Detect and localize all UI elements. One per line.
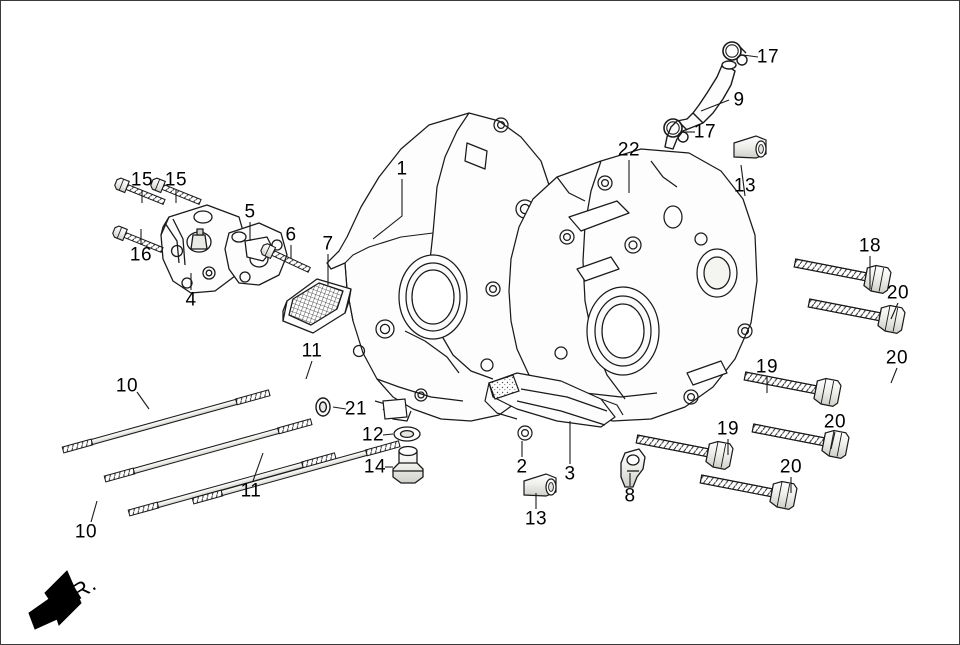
callout-1: 1 (396, 158, 408, 180)
callout-14: 14 (363, 456, 387, 478)
callout-19b: 19 (716, 418, 740, 440)
callout-15b: 15 (164, 169, 188, 191)
callout-20c: 20 (823, 411, 847, 433)
callout-20d: 20 (779, 456, 803, 478)
callout-20: 20 (886, 282, 910, 304)
callout-6: 6 (285, 224, 297, 246)
callout-17b: 17 (693, 121, 717, 143)
callout-16: 16 (129, 244, 153, 266)
callout-12: 12 (361, 424, 385, 446)
callout-13: 13 (733, 175, 757, 197)
callout-11b: 11 (240, 480, 262, 502)
callout-5: 5 (244, 201, 256, 223)
callout-9: 9 (733, 89, 745, 111)
callout-3: 3 (564, 463, 576, 485)
callout-10: 10 (115, 375, 139, 397)
callout-15: 15 (130, 169, 154, 191)
callout-13b: 13 (524, 508, 548, 530)
callout-19: 19 (755, 356, 779, 378)
front-direction-arrow (28, 570, 82, 630)
callout-2: 2 (516, 456, 528, 478)
callout-8: 8 (624, 485, 636, 507)
callout-22: 22 (617, 139, 641, 161)
callout-7: 7 (322, 233, 334, 255)
callout-11: 11 (301, 340, 323, 362)
callout-4: 4 (185, 289, 197, 311)
callout-10b: 10 (74, 521, 98, 543)
callout-18: 18 (858, 235, 882, 257)
callout-21: 21 (344, 398, 368, 420)
callout-20b: 20 (885, 347, 909, 369)
callout-17: 17 (756, 46, 780, 68)
